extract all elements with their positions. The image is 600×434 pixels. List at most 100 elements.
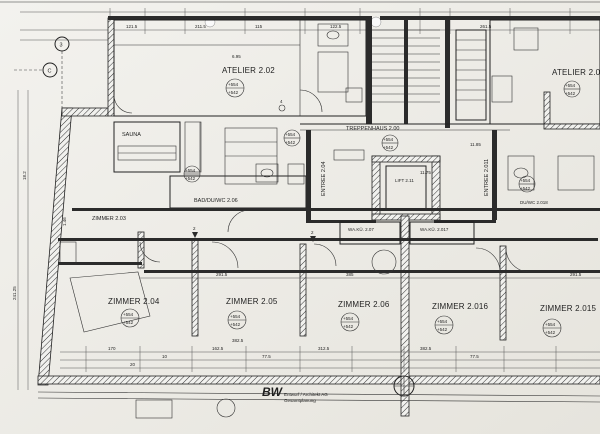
room-sauna: SAUNA xyxy=(113,121,202,173)
level-tag: +554 +542 xyxy=(283,129,301,147)
room-label-zimmer-2015: ZIMMER 2.015 xyxy=(540,304,597,313)
svg-text:20: 20 xyxy=(130,362,136,367)
svg-text:170: 170 xyxy=(108,346,116,351)
stairwell: TREPPENHAUS 2.00 +554 +542 4 xyxy=(278,16,600,152)
svg-text:291.5: 291.5 xyxy=(570,272,582,277)
svg-text:+554: +554 xyxy=(343,316,354,321)
door-swings xyxy=(139,209,531,275)
room-label-lift: LIFT 2.11 xyxy=(395,178,414,183)
svg-text:18.2: 18.2 xyxy=(22,171,27,180)
level-tag: +554 +542 xyxy=(225,78,245,98)
svg-text:1.46: 1.46 xyxy=(62,217,67,226)
title-block: BW Entwurf / Architekt AG Gesamtplanung xyxy=(135,385,328,419)
level-tag: +554 +542 xyxy=(518,175,536,193)
svg-text:+554: +554 xyxy=(383,137,394,142)
room-waku: WA.KÜ. 2.07 WA.KÜ. 2.017 xyxy=(339,221,475,245)
axis-marker-c: C xyxy=(42,62,58,78)
architect-logo: BW xyxy=(262,385,284,399)
room-label-atelier-right: ATELIER 2.02 xyxy=(552,68,600,77)
svg-text:+554: +554 xyxy=(285,132,296,137)
room-entree-right: ENTREE 2.011 +554 +542 DU/WC 2.018 xyxy=(484,130,595,220)
room-label-atelier-202: ATELIER 2.02 xyxy=(222,66,275,75)
svg-text:+542: +542 xyxy=(565,91,576,96)
room-zimmer-203: ZIMMER 2.03 xyxy=(59,216,126,265)
room-label-entree-left: ENTREE 2.04 xyxy=(321,161,327,196)
room-label-waku-2017: WA.KÜ. 2.017 xyxy=(420,226,449,232)
svg-text:+554: +554 xyxy=(230,314,241,319)
title-line-2: Gesamtplanung xyxy=(284,398,316,403)
svg-text:2: 2 xyxy=(193,226,196,231)
svg-text:+542: +542 xyxy=(383,145,394,150)
room-label-zimmer-203: ZIMMER 2.03 xyxy=(92,216,126,222)
svg-text:+554: +554 xyxy=(520,178,531,183)
dim-label: 122.5 xyxy=(330,24,342,29)
svg-text:+554: +554 xyxy=(185,168,196,173)
dim-label: 115 xyxy=(255,24,263,29)
svg-text:4: 4 xyxy=(280,99,283,104)
top-dimension-chain: 121.5 211.5 115 122.5 261.5 xyxy=(20,8,600,41)
svg-text:+542: +542 xyxy=(123,320,134,325)
room-label-zimmer-204: ZIMMER 2.04 xyxy=(108,297,160,306)
room-zimmer-204: ZIMMER 2.04 +554 +542 xyxy=(69,271,160,333)
exterior-walls xyxy=(37,16,600,386)
level-tag: +554 +542 xyxy=(542,318,562,338)
room-atelier-202-right: ATELIER 2.02 +554 +542 xyxy=(489,19,600,130)
svg-text:+542: +542 xyxy=(185,176,196,181)
level-tag: +554 +542 xyxy=(340,312,360,332)
section-marker: 2 xyxy=(310,230,316,242)
svg-text:2: 2 xyxy=(311,230,314,235)
mid-dimension-chain: 291.5 385 291.5 xyxy=(140,272,600,279)
room-label-sauna: SAUNA xyxy=(122,132,141,138)
svg-text:291.5: 291.5 xyxy=(216,272,228,277)
room-label-zimmer-2016: ZIMMER 2.016 xyxy=(432,302,489,311)
title-line-1: Entwurf / Architekt AG xyxy=(284,392,328,397)
level-tag: +554 +542 xyxy=(434,315,454,335)
svg-text:3: 3 xyxy=(60,43,63,49)
svg-text:162.5: 162.5 xyxy=(212,346,224,351)
svg-text:77.5: 77.5 xyxy=(470,354,479,359)
room-label-zimmer-206: ZIMMER 2.06 xyxy=(338,300,390,309)
dim-label: 6.95 xyxy=(232,54,241,59)
level-tag: +554 +542 xyxy=(381,134,399,152)
svg-text:+542: +542 xyxy=(228,90,239,95)
svg-text:77.5: 77.5 xyxy=(262,354,271,359)
room-label-bad: BAD/DU/WC 2.06 xyxy=(194,198,238,204)
svg-text:382.5: 382.5 xyxy=(420,346,432,351)
punch-hole xyxy=(370,16,382,28)
svg-text:+554: +554 xyxy=(565,83,576,88)
svg-text:385: 385 xyxy=(346,272,354,277)
svg-text:+542: +542 xyxy=(437,327,448,332)
room-label-entree-right: ENTREE 2.011 xyxy=(484,159,490,196)
svg-text:+542: +542 xyxy=(230,322,241,327)
room-label-waku-207: WA.KÜ. 2.07 xyxy=(348,226,374,232)
axis-marker-bottom xyxy=(393,375,415,397)
dim-label: 11.75 xyxy=(420,170,431,175)
room-label-zimmer-205: ZIMMER 2.05 xyxy=(226,297,278,306)
section-marker: 4 xyxy=(278,99,286,112)
section-marker: 2 xyxy=(192,226,198,238)
svg-text:312.5: 312.5 xyxy=(318,346,330,351)
svg-text:+542: +542 xyxy=(343,324,354,329)
svg-text:C: C xyxy=(48,69,52,75)
svg-text:+554: +554 xyxy=(545,322,556,327)
svg-text:+554: +554 xyxy=(228,82,239,87)
room-label-treppenhaus: TREPPENHAUS 2.00 xyxy=(346,126,400,132)
svg-text:+554: +554 xyxy=(437,319,448,324)
svg-text:10: 10 xyxy=(162,354,168,359)
svg-text:382.5: 382.5 xyxy=(232,338,244,343)
room-zimmer-2016: ZIMMER 2.016 +554 +542 xyxy=(432,302,489,335)
svg-text:+542: +542 xyxy=(520,186,531,191)
room-label-du-wc: DU/WC 2.018 xyxy=(520,200,548,205)
svg-text:+542: +542 xyxy=(285,140,296,145)
dim-label: 121.5 xyxy=(126,24,138,29)
svg-text:241.25: 241.25 xyxy=(12,286,17,300)
dim-label: 11.85 xyxy=(470,142,481,147)
room-zimmer-206: ZIMMER 2.06 +554 +542 xyxy=(338,300,390,332)
balcony-lines xyxy=(37,391,600,403)
level-tag: +554 +542 xyxy=(563,80,581,98)
room-zimmer-205: ZIMMER 2.05 +554 +542 xyxy=(226,297,278,330)
level-tag: +554 +542 xyxy=(227,310,247,330)
level-tag: +554 +542 xyxy=(120,308,140,328)
dim-label: 261.5 xyxy=(480,24,492,29)
svg-text:+542: +542 xyxy=(545,330,556,335)
